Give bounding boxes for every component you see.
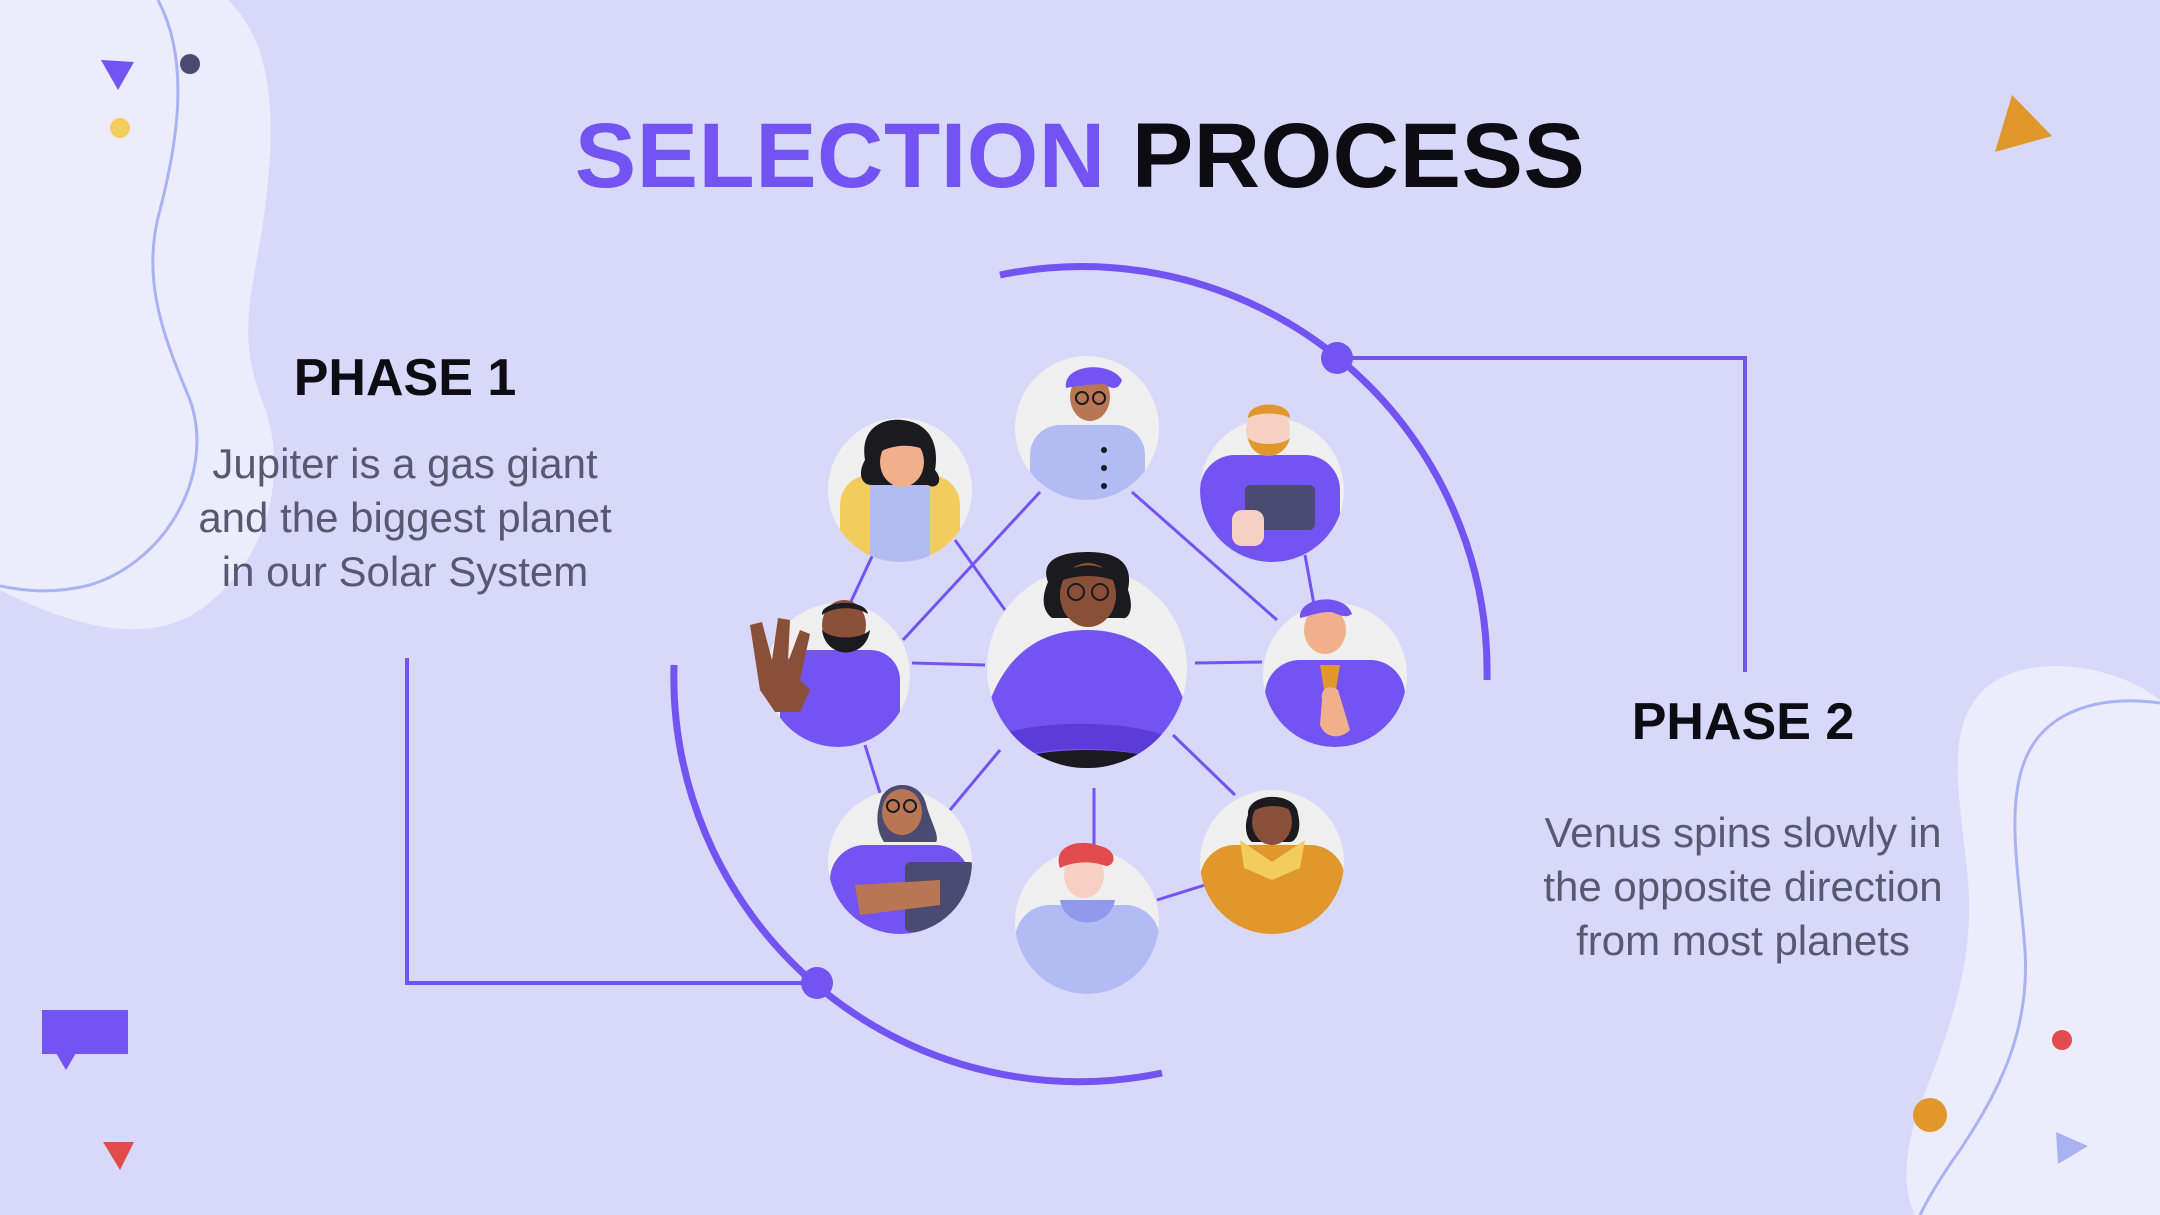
- team-member-avatar-top: [1015, 356, 1159, 500]
- red-dot-shape: [2052, 1030, 2072, 1050]
- top-left-blob: [0, 0, 275, 630]
- red-triangle-shape: [103, 1142, 134, 1170]
- team-member-avatar-mid-right: [1263, 599, 1407, 747]
- phase1-description: Jupiter is a gas giant and the biggest p…: [198, 440, 612, 595]
- title-accent-word: SELECTION: [574, 105, 1106, 207]
- phase2-connector-dot: [1321, 342, 1353, 374]
- speech-bubble-icon: [42, 1010, 128, 1070]
- light-blue-triangle-shape: [2056, 1132, 2088, 1164]
- team-member-avatar-center: [987, 552, 1187, 768]
- purple-triangle-shape: [101, 60, 134, 90]
- orange-triangle-shape: [1995, 95, 2052, 152]
- phase1-connector-dot: [801, 967, 833, 999]
- phase2-connector: [1337, 356, 1747, 672]
- phase2-description: Venus spins slowly in the opposite direc…: [1543, 809, 1943, 964]
- orange-dot-shape: [1913, 1098, 1947, 1132]
- team-member-avatar-bottom-left: [828, 785, 972, 934]
- phase2-title: PHASE 2: [1631, 693, 1855, 751]
- team-member-avatar-top-left: [828, 418, 972, 562]
- network-lines: [845, 490, 1317, 902]
- top-left-curve-line: [0, 0, 199, 593]
- bottom-right-blob: [1906, 666, 2160, 1215]
- bottom-right-curve-line: [1918, 699, 2160, 1215]
- team-member-avatar-mid-left: [750, 600, 910, 747]
- slide-title: SELECTION PROCESS: [0, 110, 2160, 202]
- navy-dot-shape: [180, 54, 200, 74]
- team-member-avatar-top-right: [1200, 404, 1344, 562]
- team-member-avatar-bottom-right: [1200, 790, 1344, 934]
- team-member-avatar-bottom: [1015, 842, 1159, 994]
- phase1-title: PHASE 1: [293, 349, 517, 407]
- title-dark-word: PROCESS: [1131, 105, 1586, 207]
- phase1-connector: [405, 658, 817, 985]
- yellow-dot-shape: [110, 118, 130, 138]
